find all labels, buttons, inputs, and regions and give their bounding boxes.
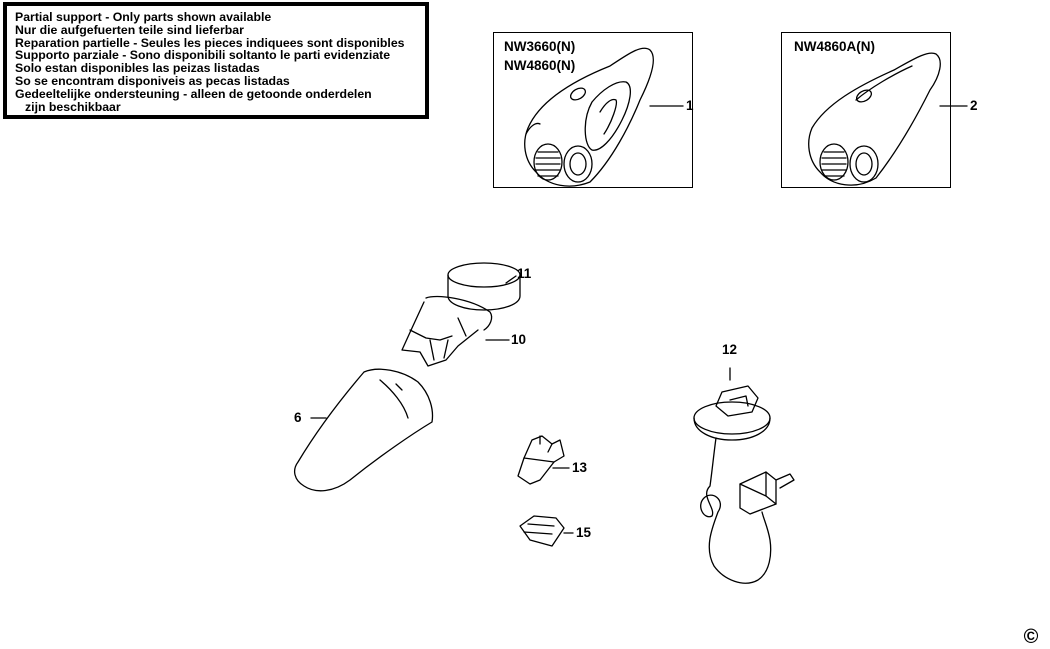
notice-line: Supporto parziale - Sono disponibili sol… xyxy=(15,48,391,63)
notice-line: Nur die aufgefuerten teile sind lieferba… xyxy=(15,22,244,37)
model-box-2 xyxy=(781,32,951,188)
notice-line: Reparation partielle - Seules les pieces… xyxy=(15,35,405,50)
notice-line: Partial support - Only parts shown avail… xyxy=(15,10,272,24)
charger-drawing xyxy=(693,367,795,584)
model-label-nw4860: NW4860(N) xyxy=(504,58,576,73)
part-number-11: 11 xyxy=(517,266,532,281)
part-number-10: 10 xyxy=(511,332,527,347)
notice-line: zijn beschikbaar xyxy=(25,99,121,114)
vacuum-unit-drawing-1 xyxy=(524,47,654,187)
part-number-2: 2 xyxy=(970,98,978,113)
part-number-12: 12 xyxy=(722,342,738,357)
leader-line-11 xyxy=(505,275,517,284)
notice-line: Gedeeltelijke ondersteuning - alleen de … xyxy=(15,86,372,101)
part-number-1: 1 xyxy=(686,98,694,113)
model-label-nw4860a: NW4860A(N) xyxy=(794,39,876,54)
filter-drawing xyxy=(447,262,521,311)
part-number-15: 15 xyxy=(576,525,592,540)
model-box-1 xyxy=(493,32,693,188)
model-label-nw3660: NW3660(N) xyxy=(504,39,576,54)
notice-line: Solo estan disponibles las peizas listad… xyxy=(15,61,260,76)
partial-support-notice: Partial support - Only parts shown avail… xyxy=(3,2,429,119)
brush-insert-drawing xyxy=(519,515,565,547)
vacuum-unit-drawing-2 xyxy=(808,52,941,186)
dust-bowl-drawing xyxy=(293,368,434,492)
notice-line: So se encontram disponiveis as pecas lis… xyxy=(15,73,290,88)
part-number-13: 13 xyxy=(572,460,588,475)
crevice-tool-drawing xyxy=(517,435,565,485)
filter-housing-drawing xyxy=(401,295,493,367)
copyright-symbol: © xyxy=(1023,626,1039,648)
part-number-6: 6 xyxy=(294,410,302,425)
